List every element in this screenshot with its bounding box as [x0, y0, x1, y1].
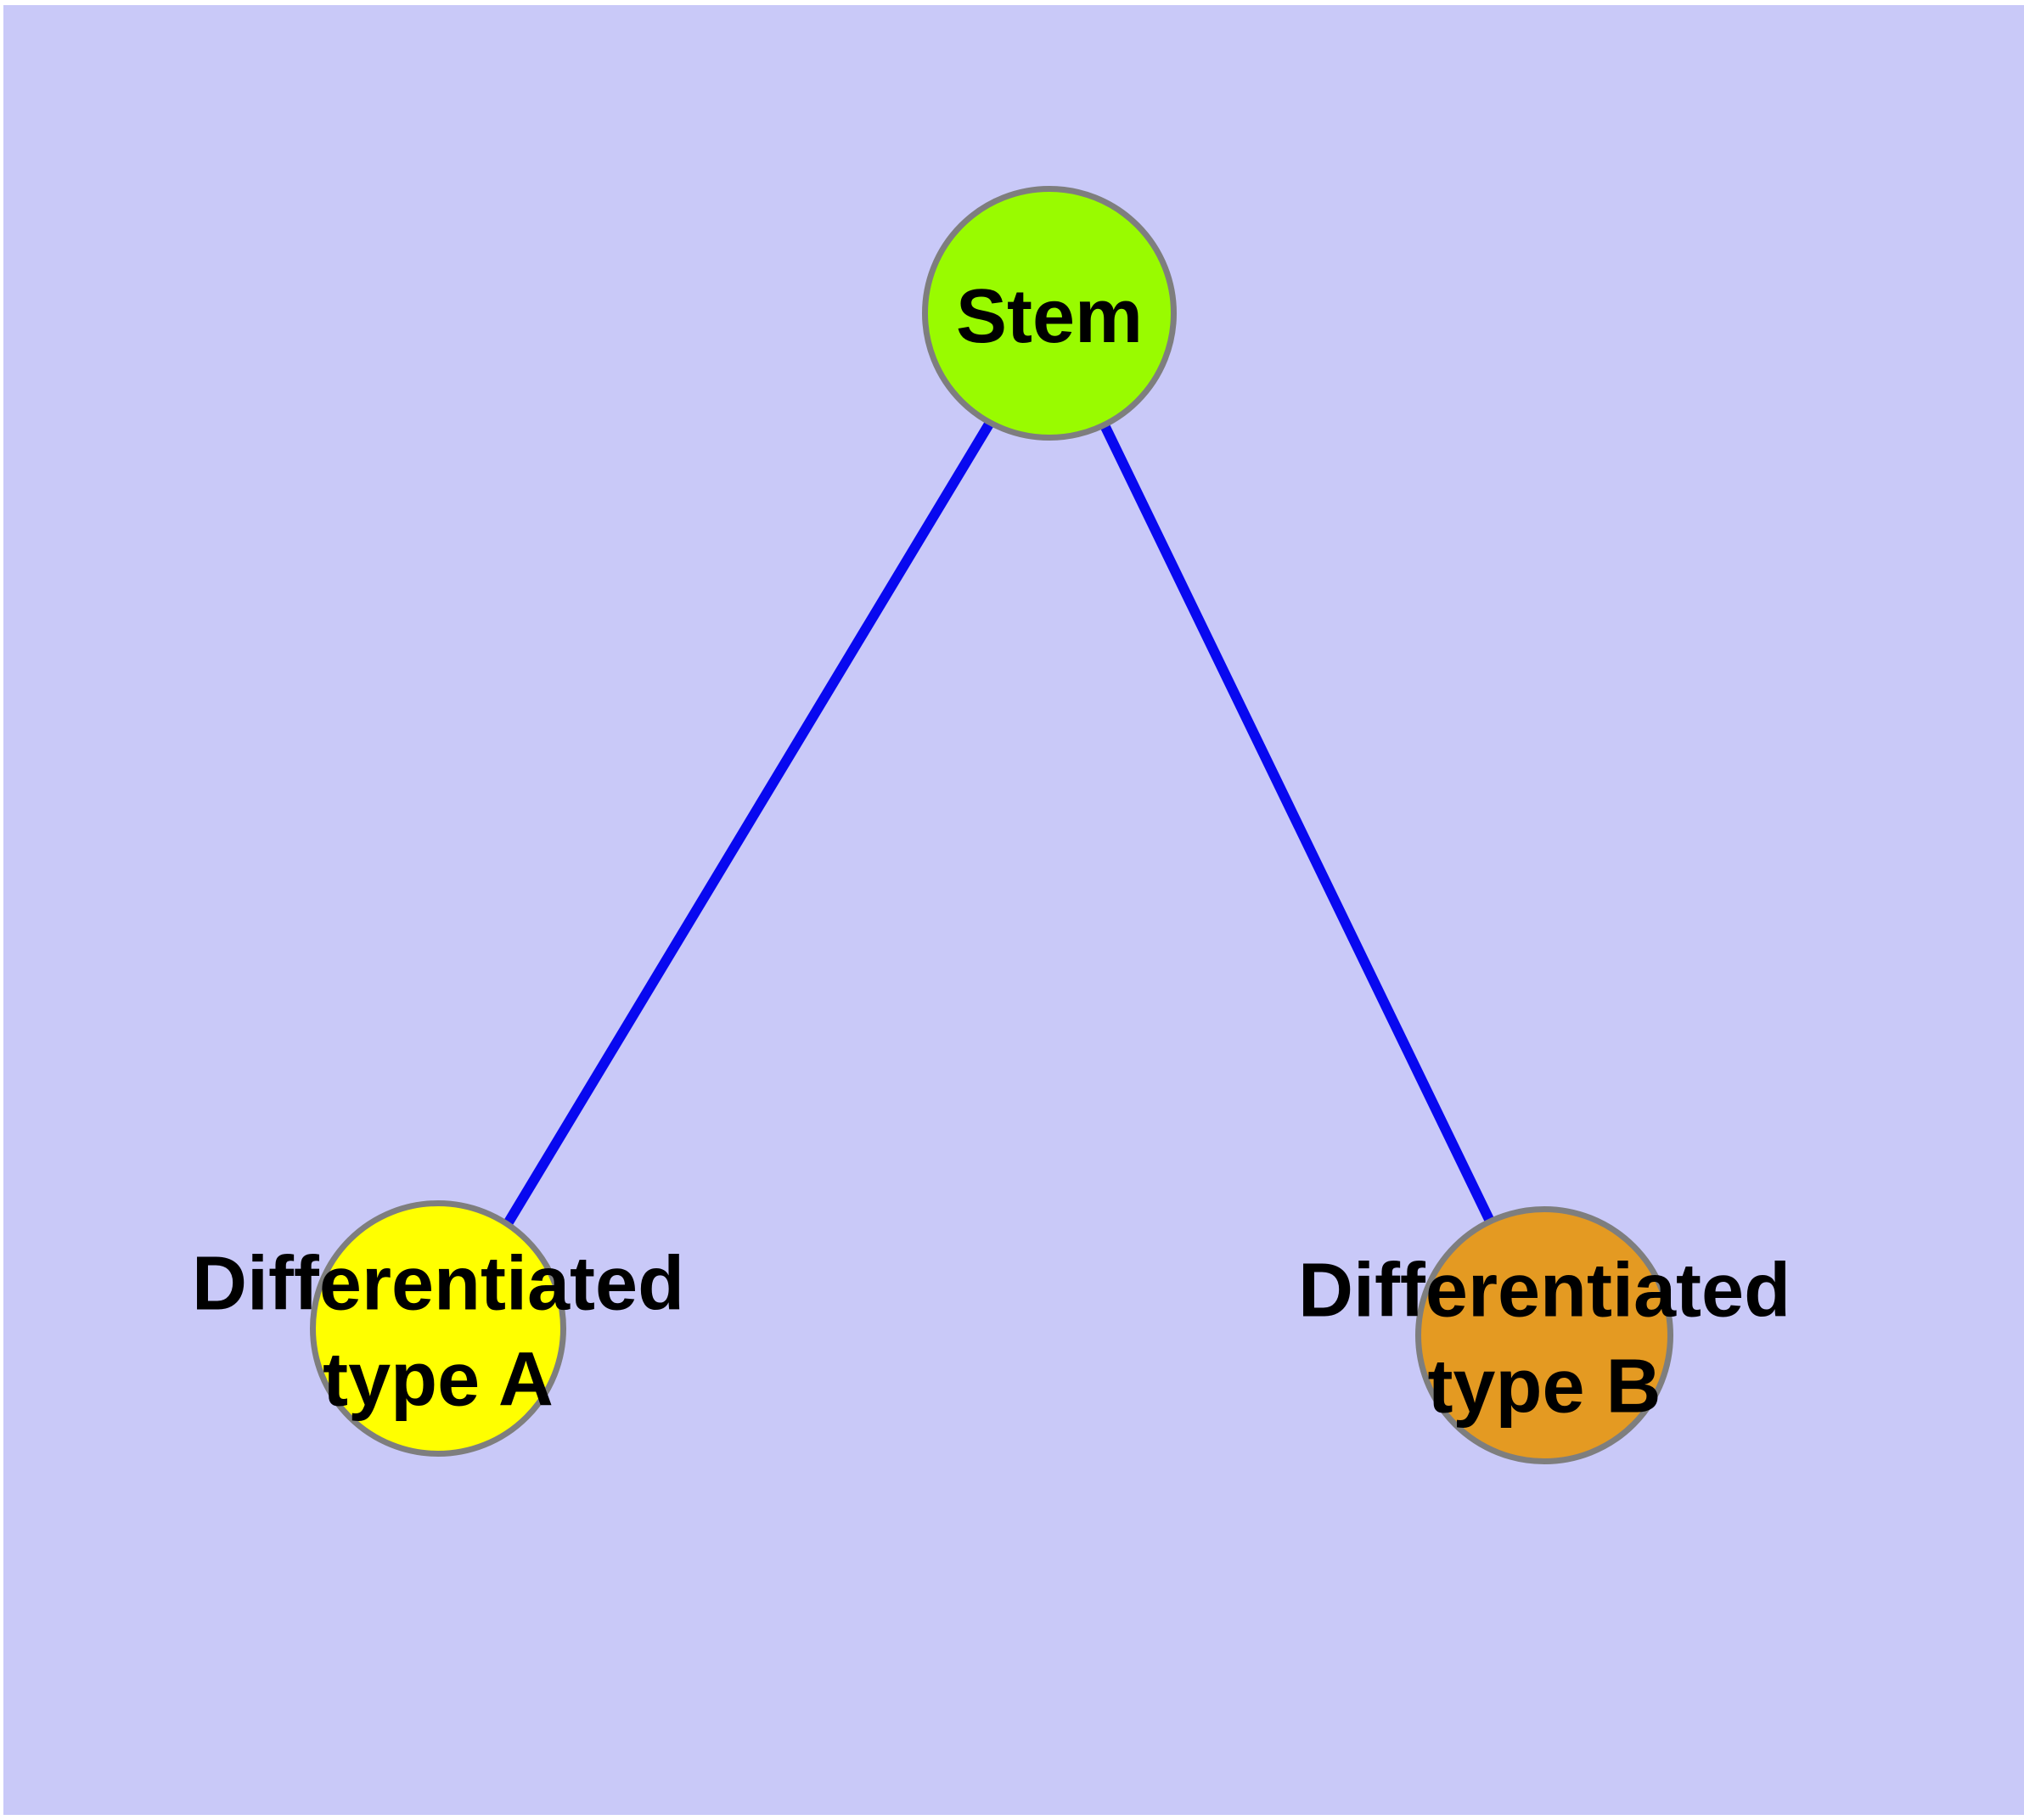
node-label-differentiated-type-b: Differentiated type B [1297, 1248, 1791, 1430]
node-label-stem: Stem [955, 273, 1144, 359]
node-differentiated-type-a [310, 1200, 566, 1457]
edges-layer [436, 315, 1553, 1343]
node-differentiated-type-b [1415, 1206, 1673, 1464]
graph-canvas: Stem Differentiated type A Differentiate… [3, 5, 2024, 1815]
node-label-differentiated-type-a: Differentiated type A [191, 1241, 685, 1423]
edge-stem-type-b [1048, 316, 1553, 1343]
node-stem [922, 186, 1177, 441]
edge-stem-type-a [436, 315, 1058, 1337]
